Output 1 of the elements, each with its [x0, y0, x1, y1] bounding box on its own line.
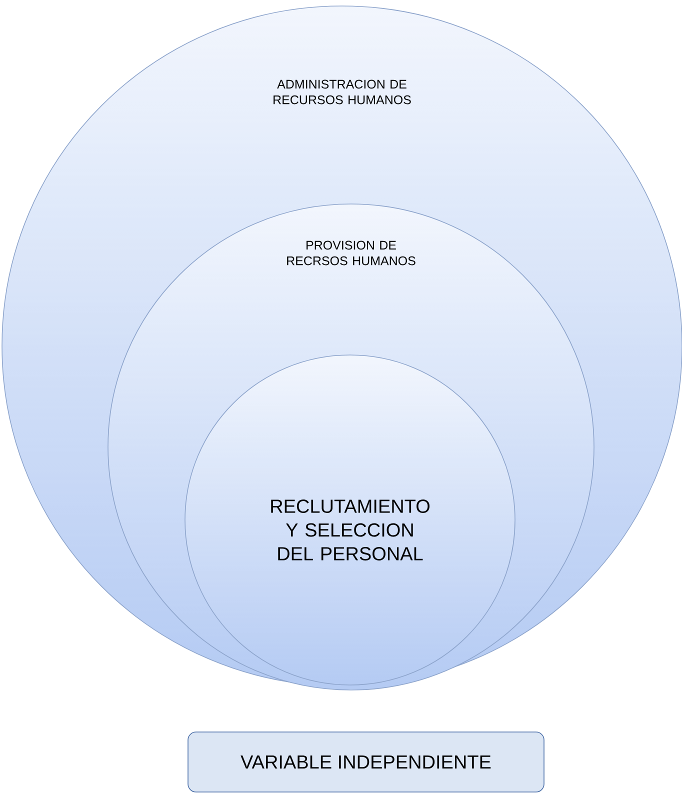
- label-box: VARIABLE INDEPENDIENTE: [188, 732, 544, 792]
